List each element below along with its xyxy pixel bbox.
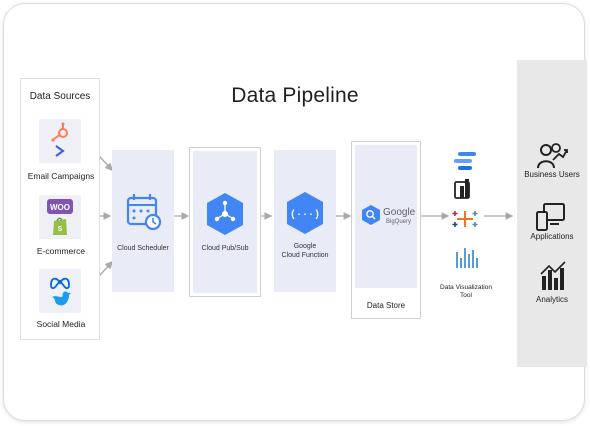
stage-data-store: Google BigQuery (355, 145, 417, 288)
bar-chart-icon (540, 261, 566, 290)
users-growth-icon (537, 143, 568, 169)
svg-text:(···): (···) (290, 209, 320, 221)
data-sources-panel: Data Sources Email Campaigns WOO S E-com… (20, 78, 100, 340)
viz-label-line1: Data Visualization (440, 284, 492, 291)
stage-cloud-function: (···) Google Cloud Function (274, 150, 336, 292)
bigquery-hex-icon (362, 205, 380, 225)
page-title: Data Pipeline (231, 84, 359, 107)
stage-label-function-line1: Google (293, 243, 317, 250)
stage-label-data-store: Data Store (366, 301, 406, 310)
stage-label-pubsub: Cloud Pub/Sub (201, 245, 249, 252)
consumer-label-business-users: Business Users (524, 170, 580, 179)
stage-cloud-pubsub: Cloud Pub/Sub (193, 151, 257, 293)
woo-icon: WOO (47, 199, 73, 214)
consumer-label-analytics: Analytics (535, 295, 568, 304)
viz-label: Data Visualization Tool (430, 284, 502, 300)
bigquery-logo-word: Google (383, 207, 416, 218)
consumer-label-applications: Applications (530, 232, 574, 241)
chevron-right-icon (55, 145, 65, 157)
looker-studio-icon (454, 152, 476, 170)
twitter-icon (52, 291, 71, 306)
source-label-email: Email Campaigns (27, 171, 95, 181)
source-label-social: Social Media (36, 319, 86, 329)
pubsub-hex-icon (207, 193, 243, 235)
consumers-panel: Business Users Applications Analytics (517, 60, 587, 367)
stage-label-function-line2: Cloud Function (281, 252, 329, 259)
hubspot-icon (51, 122, 68, 142)
power-bi-icon (454, 179, 470, 199)
viz-icons (452, 152, 478, 268)
tableau-dots-icon (456, 248, 478, 268)
data-sources-title: Data Sources (29, 91, 91, 102)
ecommerce-icon-box: WOO S (39, 195, 81, 239)
svg-text:S: S (58, 226, 63, 233)
source-label-ecommerce: E-commerce (36, 246, 86, 256)
shopify-icon: S (53, 217, 67, 235)
stage-cloud-scheduler: Cloud Scheduler (112, 150, 174, 292)
social-media-icon-box (39, 269, 81, 313)
tableau-icon (452, 211, 478, 227)
bigquery-logo-sub: BigQuery (386, 219, 412, 225)
function-hex-icon: (···) (287, 192, 323, 234)
viz-label-line2: Tool (460, 292, 472, 299)
stage-label-scheduler: Cloud Scheduler (117, 245, 169, 252)
calendar-clock-icon (126, 194, 162, 231)
meta-icon (50, 277, 70, 290)
svg-text:WOO: WOO (50, 203, 70, 212)
devices-icon (536, 203, 565, 231)
email-campaigns-icon-box (39, 119, 81, 163)
